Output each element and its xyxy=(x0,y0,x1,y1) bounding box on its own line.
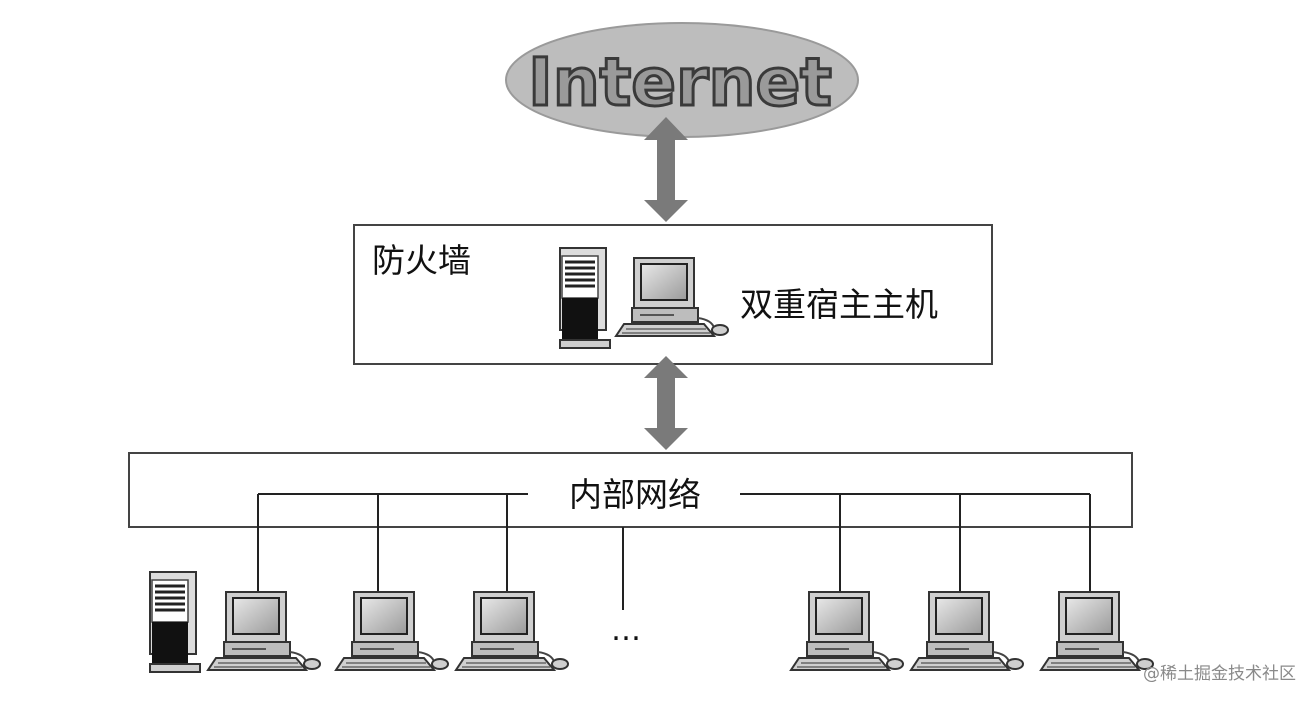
lan-wiring xyxy=(257,493,1091,610)
lan-computer-icon xyxy=(910,591,1024,671)
firewall-label: 防火墙 xyxy=(372,241,471,280)
dual-homed-host-label: 双重宿主主机 xyxy=(740,285,938,324)
internet-firewall-arrow xyxy=(644,117,688,222)
internal-network-label: 内部网络 xyxy=(569,475,701,514)
lan-server-icon xyxy=(148,570,202,674)
ellipsis-label: … xyxy=(611,613,641,648)
lan-computer-icon xyxy=(207,591,321,671)
lan-computer-icon xyxy=(335,591,449,671)
firewall-lan-arrow xyxy=(644,356,688,450)
watermark-text: @稀土掘金技术社区 xyxy=(1143,664,1296,684)
lan-computer-icon xyxy=(790,591,904,671)
lan-computer-icon xyxy=(1040,591,1154,671)
internal-network-box xyxy=(128,452,1133,528)
lan-computer-icon xyxy=(455,591,569,671)
internet-label: Internet xyxy=(528,44,832,121)
